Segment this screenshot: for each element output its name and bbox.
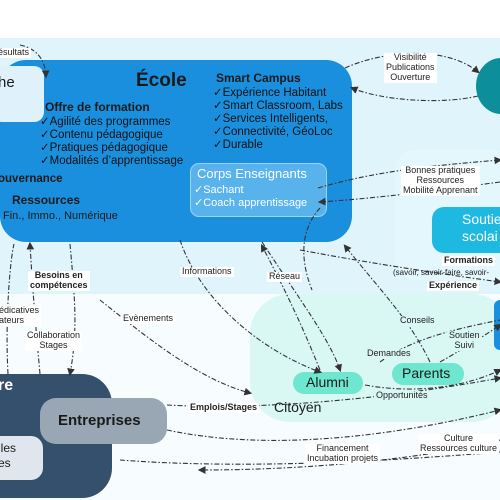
corps-item: ✓Sachant [194, 184, 244, 196]
bonnes-pratiques-line: Bonnes pratiques [405, 165, 476, 175]
top-left-box-text: he [0, 74, 15, 91]
soutien-suivi-line: Suivi [454, 339, 475, 350]
collaboration-line: Collaboration [27, 330, 81, 340]
opportunites-label: Opportunités [374, 390, 430, 401]
arrow-visibilite-back [349, 86, 479, 102]
smart-campus-item: ✓Durable [213, 139, 263, 151]
parents-pill [392, 363, 464, 385]
smart-campus-title: Smart Campus [216, 71, 301, 85]
arrow-reseau-up [260, 244, 321, 371]
arrow-evenements [99, 299, 253, 396]
corps-enseignants-box [190, 163, 327, 217]
corps-item: ✓Coach apprentissage [194, 197, 308, 209]
parents-label: Parents [402, 365, 451, 381]
visibilite-line: Ouverture [390, 71, 431, 82]
arrow-left-vertical [6, 243, 15, 375]
arrow-emplois [166, 375, 500, 407]
entreprises-box [40, 398, 167, 444]
smart-campus-item: ✓Connectivité, GéoLoc [213, 126, 333, 138]
emplois-stages-label: Emplois/Stages [188, 402, 260, 413]
soutien-scolaire-box [432, 207, 500, 253]
financement-line: Incubation projets [307, 452, 379, 463]
smart-campus-list: ✓Expérience Habitant ✓Smart Classroom, L… [213, 87, 343, 152]
arrow-besoins [67, 243, 76, 377]
arrow-culture [197, 439, 500, 474]
culture-line: Culture [444, 433, 474, 443]
collaboration-line: Stages [39, 339, 68, 350]
ressources-text: Fin., Immo., Numérique [3, 210, 118, 222]
offre-formation-title: Offre de formation [45, 100, 150, 114]
arrow-bonnes-pratiques-1 [317, 156, 500, 189]
soutien-line: scolai [462, 228, 498, 244]
soutien-scolaire-label: Soutie scolai [462, 211, 500, 245]
arrow-parents-up [343, 244, 431, 363]
arrow-formations [299, 249, 500, 286]
visibilite-line: Visibilité [393, 52, 427, 62]
demandes-label: Demandes [365, 348, 413, 359]
ecole-title: École [136, 70, 187, 91]
arrow-informations [179, 239, 323, 374]
top-left-box [0, 66, 44, 122]
culture-label: Culture Ressources culture [418, 433, 500, 454]
ressources-title: Ressources [12, 193, 81, 207]
financement-line: Financement [316, 443, 369, 453]
bottom-left-box-text: lles es [0, 441, 16, 471]
visibilite-label: Visibilité Publications Ouverture [384, 52, 437, 83]
soutien-suivi-label: Soutien Suivi [447, 330, 482, 351]
corps-enseignants-title: Corps Enseignants [197, 166, 307, 181]
visibilite-line: Publications [386, 61, 435, 72]
collaboration-label: Collaboration Stages [25, 330, 83, 351]
offre-item: ✓Modalités d’apprentissage [40, 155, 184, 167]
evenements-label: Evènements [121, 313, 176, 324]
arrow-corps-down [303, 207, 321, 291]
bonnes-pratiques-label: Bonnes pratiques Ressources Mobilité App… [401, 165, 480, 196]
offre-formation-list: ✓Agilité des programmes ✓Contenu pédagog… [40, 116, 183, 168]
educatives-label: édicatives ateurs [0, 305, 42, 326]
financement-label: Financement Incubation projets [305, 443, 381, 464]
soutien-line: Soutie [462, 211, 500, 227]
bottom-left-line: lles [0, 441, 17, 455]
smart-campus-item: ✓Expérience Habitant [213, 87, 327, 99]
entreprises-label: Entreprises [58, 412, 141, 429]
arrow-financement [166, 407, 500, 441]
soutien-suivi-line: Soutien [449, 330, 480, 340]
conseils-label: Conseils [398, 315, 437, 326]
gouvernance-label: ouvernance [0, 173, 63, 185]
smart-campus-item: ✓Smart Classroom, Labs [213, 100, 343, 112]
resultats-label: ésultats [0, 47, 32, 58]
besoins-line: compétences [30, 279, 88, 290]
reseau-label: Réseau [267, 271, 303, 282]
offre-item: ✓Pratiques pédagogique [40, 142, 168, 154]
arrow-besoins-up [26, 241, 41, 375]
besoins-label: Besoins en compétences [28, 270, 90, 291]
bottom-left-box [0, 436, 43, 480]
arrow-resultats [19, 44, 50, 79]
bonnes-pratiques-line: Ressources [416, 174, 465, 185]
bonnes-pratiques-line: Mobilité Apprenant [403, 184, 478, 195]
smart-campus-item: ✓Services Intelligents, [213, 113, 329, 125]
bottom-left-line: es [0, 456, 11, 470]
formations-sub-label: (savoir, savoir-faire, savoir- [393, 268, 490, 277]
alumni-pill [293, 372, 363, 394]
besoins-line: Besoins en [34, 270, 83, 280]
citoyen-label: Citoyen [274, 399, 322, 415]
formations-label: Formations [442, 255, 496, 266]
arrow-opportunites [364, 369, 500, 390]
arrow-reseau [261, 241, 342, 373]
educatives-line: édicatives [0, 305, 40, 315]
experience-label: Expérience [427, 280, 480, 291]
offre-item: ✓Agilité des programmes [40, 116, 171, 128]
offre-item: ✓Contenu pédagogique [40, 129, 163, 141]
culture-line: Ressources culture [420, 442, 498, 453]
informations-label: Informations [180, 266, 234, 277]
corps-enseignants-list: ✓Sachant ✓Coach apprentissage [194, 184, 307, 210]
alumni-label: Alumni [306, 374, 349, 390]
educatives-line: ateurs [0, 314, 25, 325]
entreprises-blob-text: re [0, 377, 14, 394]
